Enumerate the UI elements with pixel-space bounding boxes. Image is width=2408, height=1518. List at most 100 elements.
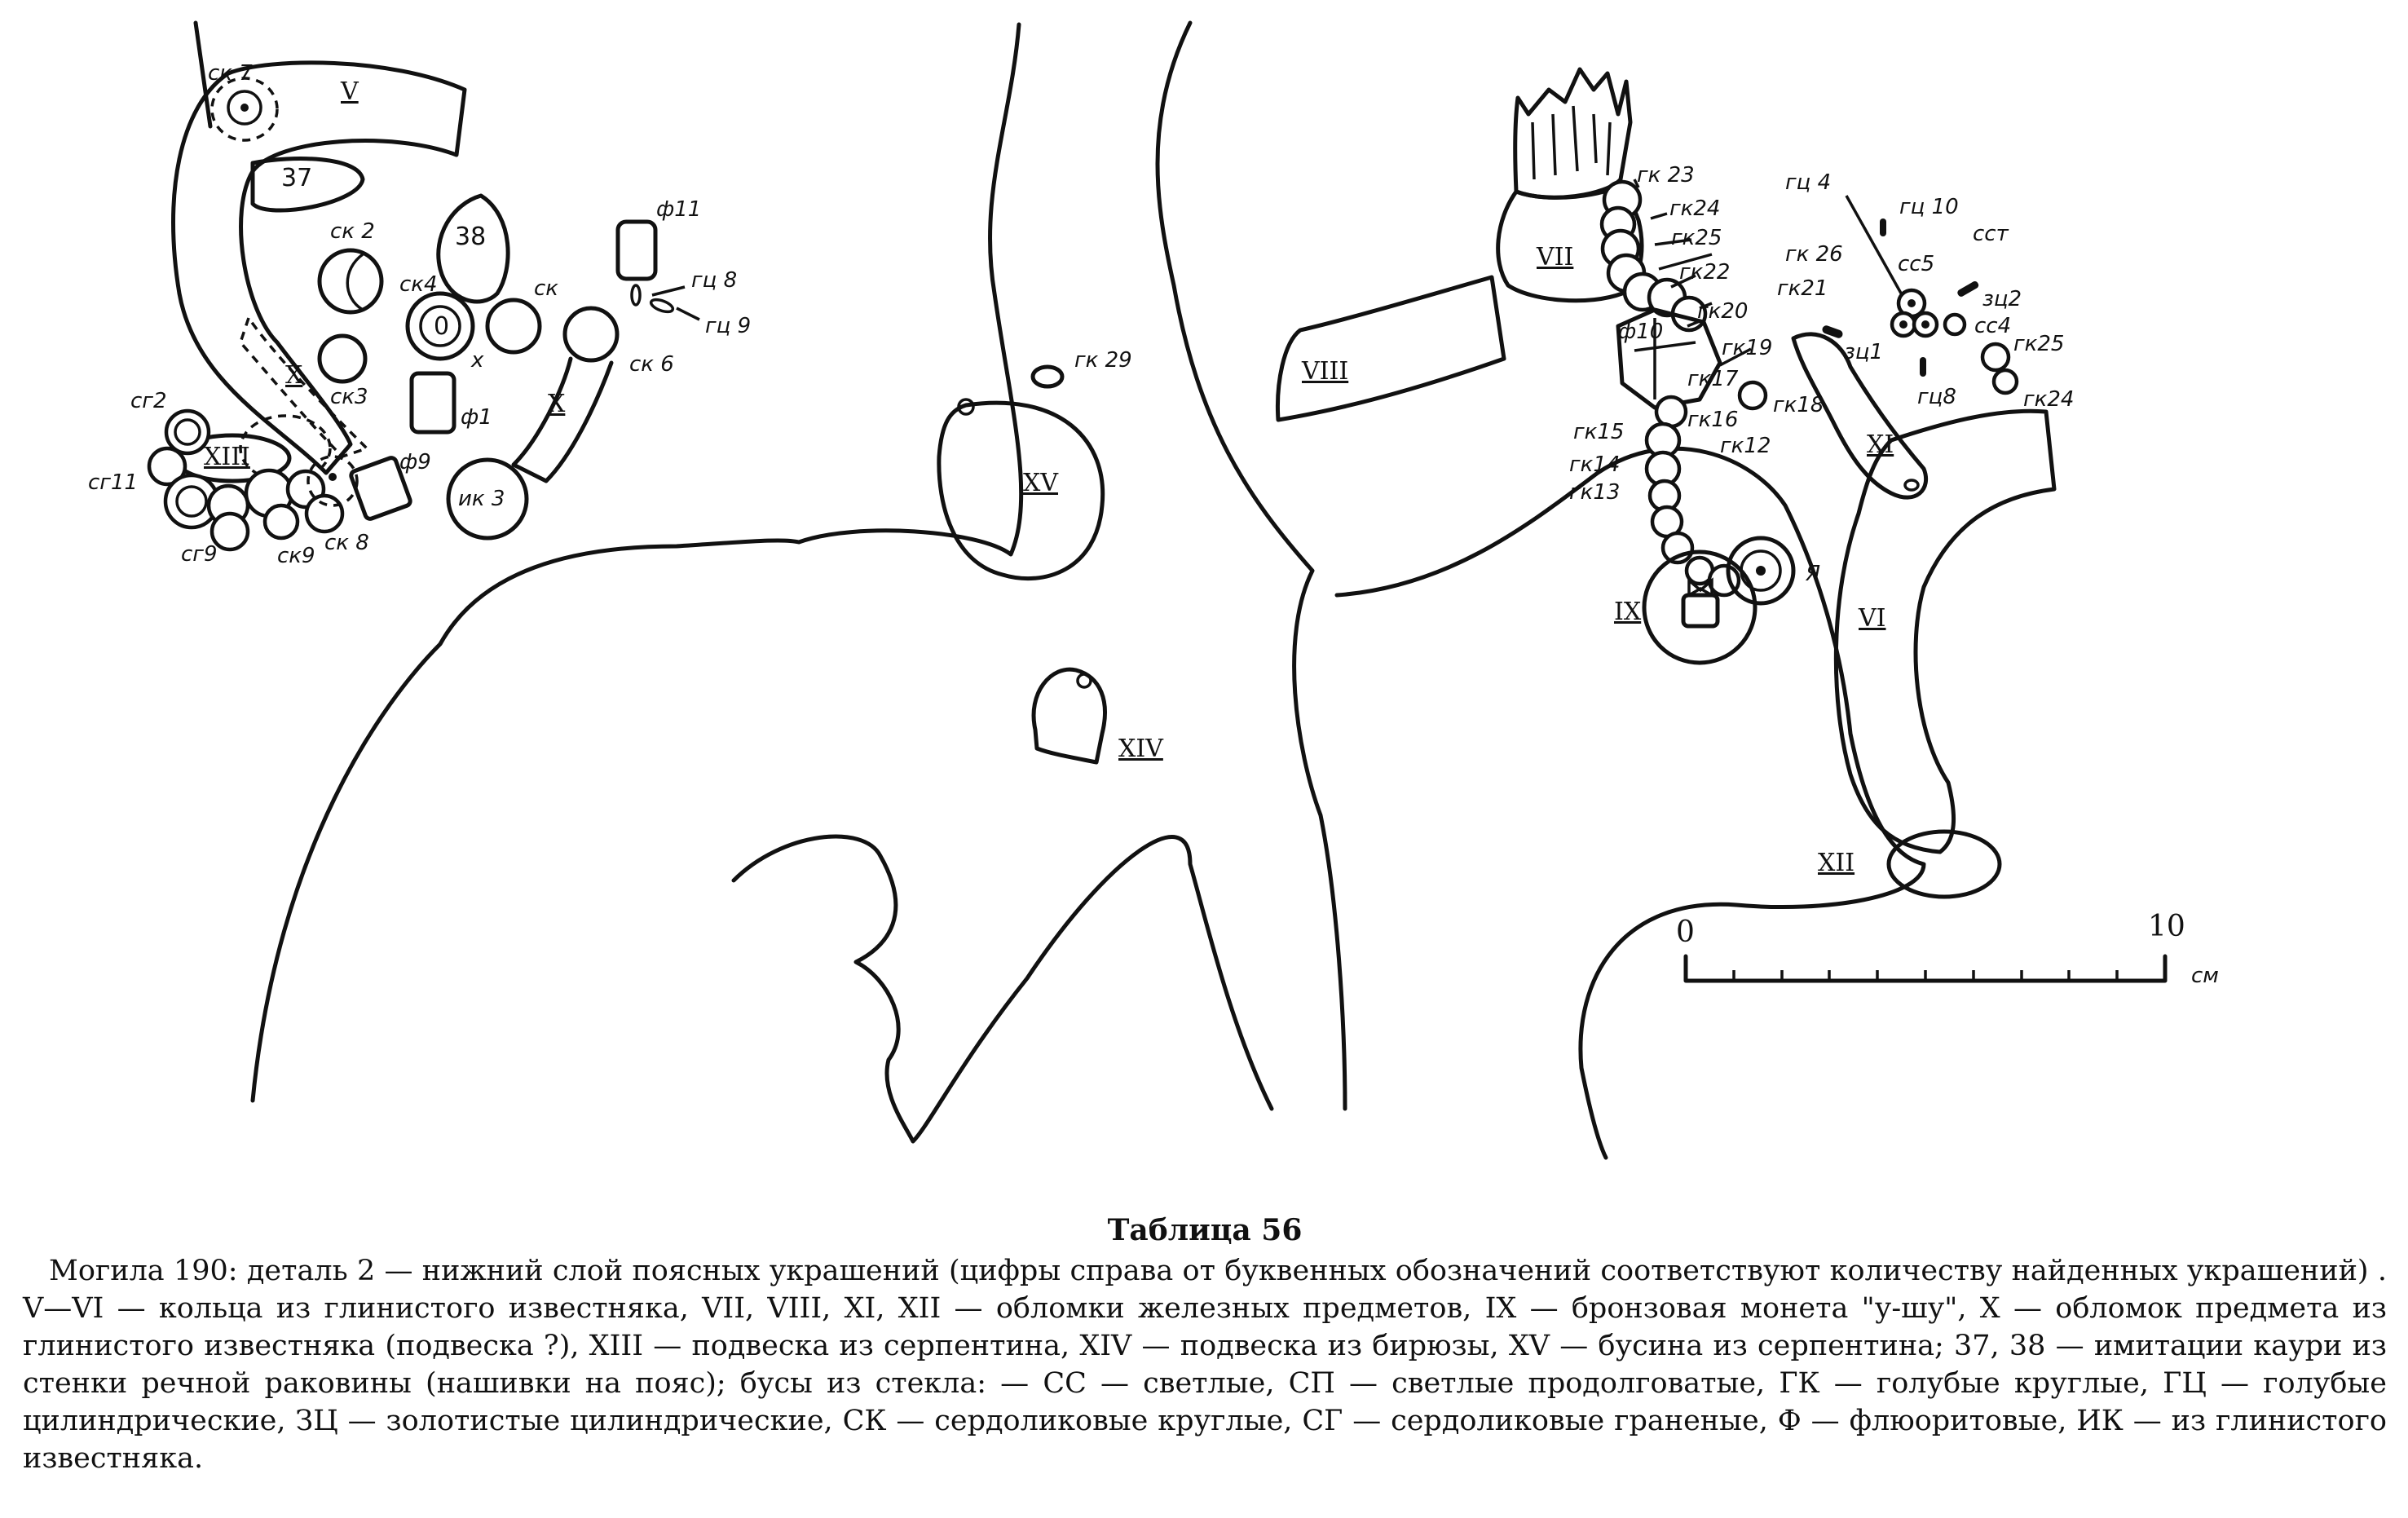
bead-gk18 — [1737, 380, 1768, 411]
label-gk22: гк22 — [1679, 260, 1730, 285]
cowrie-37 — [250, 157, 365, 213]
label-cg11: сг11 — [88, 470, 138, 495]
label-gk24-right: гк24 — [2023, 387, 2074, 412]
label-ck7: ск 7 — [208, 61, 253, 86]
bead-ck2 — [317, 248, 384, 315]
label-zc1: зц1 — [1844, 340, 1883, 364]
label-37: 37 — [281, 164, 312, 192]
cowrie-38 — [436, 193, 510, 304]
label-gc9: гц 9 — [705, 314, 751, 338]
caption: Таблица 56 Могила 190: деталь 2 — нижний… — [23, 1213, 2387, 1477]
label-vi: VI — [1858, 604, 1886, 633]
middle-cluster: гк 29 XV XIV — [937, 348, 1164, 765]
label-f11: ф11 — [656, 197, 701, 222]
label-vii: VII — [1536, 243, 1573, 271]
bead-ck4 — [405, 291, 475, 361]
label-gc8-left: гц 8 — [691, 268, 737, 293]
label-gk26: гк 26 — [1785, 242, 1843, 267]
label-gk21: гк21 — [1777, 276, 1828, 301]
label-x-mark: x — [470, 348, 484, 373]
fragment-viii — [1276, 275, 1506, 422]
label-cc4: сс4 — [1974, 314, 2011, 338]
label-object-x: X — [548, 390, 566, 418]
label-gk23: гк 23 — [1637, 163, 1695, 188]
label-gk29: гк 29 — [1074, 348, 1132, 373]
label-gk13: гк13 — [1569, 480, 1620, 505]
svg-text:X: X — [285, 361, 303, 390]
pendant-xiv — [1031, 667, 1107, 765]
label-cc5: сс5 — [1898, 252, 1934, 276]
label-cg2: сг2 — [130, 389, 167, 413]
label-xii: XII — [1818, 849, 1855, 877]
bead-gk29 — [1030, 364, 1065, 389]
bead-ck6 — [562, 306, 620, 363]
label-gk25-right: гк25 — [2013, 332, 2064, 356]
bead-f9 — [349, 456, 412, 521]
fragment-xii — [1886, 829, 2002, 899]
bead-gc9 — [649, 298, 675, 314]
fragment-vii — [1496, 181, 1644, 303]
label-xiv: XIV — [1118, 735, 1164, 763]
ring-vi — [1833, 408, 2057, 854]
label-gc8-right: гц8 — [1917, 385, 1956, 409]
label-gk17: гк17 — [1687, 367, 1739, 391]
label-zc2: зц2 — [1982, 287, 2022, 311]
label-ya: Я — [1805, 562, 1820, 586]
label-ck3: ск3 — [330, 385, 368, 409]
label-gk19: гк19 — [1722, 336, 1772, 360]
label-f9: ф9 — [399, 450, 431, 474]
label-ring-v: V — [340, 77, 359, 106]
scale-start: 0 — [1676, 916, 1695, 949]
bead-ik3 — [446, 457, 529, 541]
label-ck: ск — [534, 276, 558, 301]
burial-plan-drawing: ск 7 V 37 38 ск 2 0 ск4 ск x ск3 ф1 ф11 … — [88, 20, 2219, 1160]
bead-f10 — [1616, 307, 1722, 410]
bead-ck7 — [227, 90, 262, 126]
label-gc4: гц 4 — [1785, 170, 1831, 195]
bead-xv — [937, 400, 1105, 581]
right-cluster: VII VIII ф10 Я гк 23 гк24 — [1276, 67, 2074, 899]
label-ck4: ск4 — [399, 272, 438, 297]
label-38: 38 — [455, 223, 486, 251]
scale-unit: см — [2191, 964, 2219, 988]
label-gk18: гк18 — [1773, 393, 1824, 417]
label-ck6: ск 6 — [629, 352, 674, 377]
object-x — [511, 356, 614, 483]
label-gk25: гк25 — [1671, 226, 1722, 250]
coin-ix — [1642, 549, 1757, 665]
label-xiii: XIII — [204, 443, 250, 471]
label-viii: VIII — [1301, 357, 1348, 386]
label-gk16: гк16 — [1687, 408, 1738, 432]
label-gk14: гк14 — [1569, 452, 1620, 477]
label-ck2: ск 2 — [330, 219, 375, 244]
shell-ya — [1726, 536, 1796, 606]
ring-v — [171, 60, 467, 475]
label-ik3: ик 3 — [458, 487, 505, 511]
label-ck8: ск 8 — [324, 531, 369, 555]
label-f10: ф10 — [1618, 320, 1663, 344]
bead-gc8-left — [630, 284, 642, 307]
pit-outline — [193, 20, 1926, 1160]
fragment-xi — [1791, 332, 1929, 500]
label-gk24: гк24 — [1669, 196, 1720, 221]
bead-f1 — [409, 371, 456, 435]
bead-ck — [485, 298, 542, 355]
label-gk12: гк12 — [1720, 434, 1771, 458]
bead-group-right: гц 10 гц 4 сс5 сст зц2 сс4 зц1 гц8 гк25 … — [1785, 170, 2074, 412]
svg-text:0: 0 — [434, 312, 449, 341]
label-gk20: гк20 — [1697, 299, 1748, 324]
caption-title: Таблица 56 — [1107, 1213, 1303, 1247]
scale-end: 10 — [2148, 910, 2185, 943]
label-xv: XV — [1023, 469, 1059, 497]
bead-chain-labels: гк 23 гк24 гк25 гк 26 гк22 гк21 гк20 гк1… — [1569, 163, 1843, 505]
label-cct: сст — [1973, 222, 2009, 246]
label-gk15: гк15 — [1573, 420, 1624, 444]
left-cluster: ск 7 V 37 38 ск 2 0 ск4 ск x ск3 ф1 ф11 … — [88, 60, 751, 568]
caption-text: Могила 190: деталь 2 — нижний слой поясн… — [23, 1255, 2387, 1475]
label-ck9: ск9 — [277, 544, 315, 568]
label-f1: ф1 — [461, 405, 492, 430]
label-gc10: гц 10 — [1899, 195, 1959, 219]
bead-f11 — [615, 219, 658, 281]
label-cg9: сг9 — [181, 542, 218, 567]
bead-ck3 — [317, 333, 368, 384]
